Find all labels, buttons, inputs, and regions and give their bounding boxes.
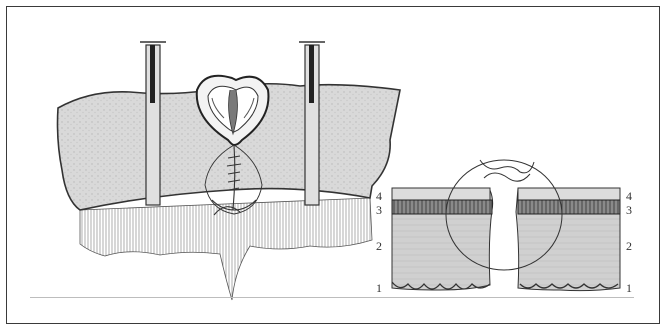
layer-labels-left: 4 3 2 1 — [376, 189, 382, 295]
caption-divider — [30, 297, 634, 298]
right-left-layer4 — [392, 188, 490, 200]
layer-label-2-left: 2 — [376, 239, 382, 253]
layer-label-1-left: 1 — [376, 281, 382, 295]
left-illustration — [58, 42, 401, 300]
left-mucosa-layer — [80, 198, 372, 300]
right-right-layer4 — [518, 188, 620, 200]
layer-labels-right: 4 3 2 1 — [626, 189, 632, 295]
layer-label-3-right: 3 — [626, 203, 632, 217]
layer-label-4-right: 4 — [626, 189, 632, 203]
layer-label-2-right: 2 — [626, 239, 632, 253]
layer-label-4-left: 4 — [376, 189, 382, 203]
right-illustration — [392, 160, 620, 291]
layer-label-3-left: 3 — [376, 203, 382, 217]
right-left-layer3 — [392, 200, 492, 214]
layer-label-1-right: 1 — [626, 281, 632, 295]
right-right-layer3 — [518, 200, 620, 214]
